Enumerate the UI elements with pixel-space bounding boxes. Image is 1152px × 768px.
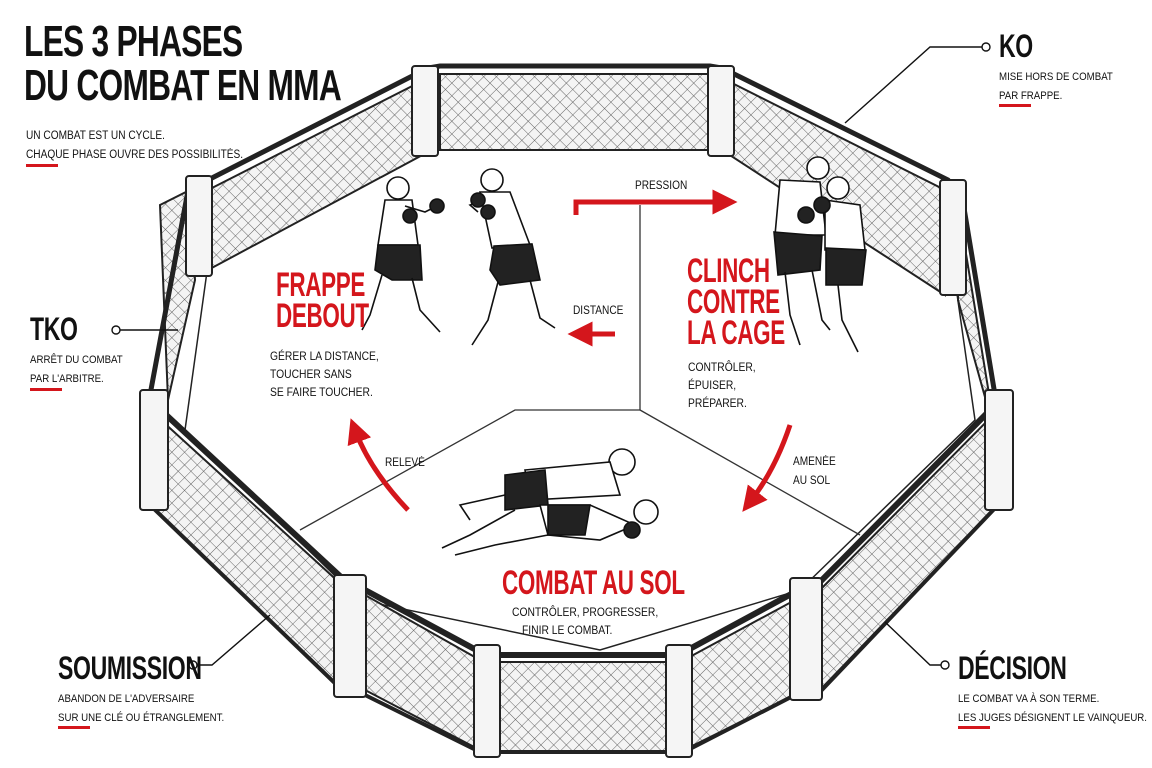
phase-sol-desc: CONTRÔLER, PROGRESSER, xyxy=(512,603,682,621)
soumission-accent-bar xyxy=(58,726,90,729)
label-releve: RELEVÉ xyxy=(385,453,430,472)
amenee-label-line-1: AMENÉE xyxy=(793,456,836,468)
soumission-title: SOUMISSION xyxy=(58,650,202,686)
decision-desc-line-2: LES JUGES DÉSIGNENT LE VAINQUEUR. xyxy=(958,712,1147,724)
subtitle-line-2: CHAQUE PHASE OUVRE DES POSSIBILITÉS. xyxy=(26,149,244,161)
decision-accent-bar xyxy=(958,726,990,729)
frappe-title-line-2: DEBOUT xyxy=(276,297,369,335)
releve-label: RELEVÉ xyxy=(385,457,425,469)
soumission-desc-line-2: SUR UNE CLÉ OU ÉTRANGLEMENT. xyxy=(58,712,225,724)
outcome-soumission-desc: ABANDON DE L'ADVERSAIRE SUR UNE CLÉ OU É… xyxy=(58,689,247,727)
ko-desc-line-1: MISE HORS DE COMBAT xyxy=(999,71,1113,83)
pression-label: PRESSION xyxy=(635,180,688,192)
decision-desc-line-1: LE COMBAT VA À SON TERME. xyxy=(958,693,1100,705)
phase-sol-desc-2: FINIR LE COMBAT. xyxy=(522,621,627,639)
clinch-title-line-1: CLINCH xyxy=(687,252,770,290)
ko-desc-line-2: PAR FRAPPE. xyxy=(999,90,1063,102)
title-accent-bar xyxy=(26,164,58,167)
tko-title: TKO xyxy=(30,311,78,347)
outcome-decision-desc: LE COMBAT VA À SON TERME. LES JUGES DÉSI… xyxy=(958,689,1152,727)
title-line-1: LES 3 PHASES xyxy=(24,17,243,66)
outcome-soumission: SOUMISSION xyxy=(58,652,257,684)
phase-frappe-title: FRAPPE DEBOUT xyxy=(276,266,417,335)
tko-desc-line-1: ARRÊT DU COMBAT xyxy=(30,354,123,366)
label-distance: DISTANCE xyxy=(573,301,630,320)
phase-frappe-desc: GÉRER LA DISTANCE, TOUCHER SANS SE FAIRE… xyxy=(270,347,396,401)
amenee-label-line-2: AU SOL xyxy=(793,475,831,487)
frappe-desc-line-3: SE FAIRE TOUCHER. xyxy=(270,385,373,399)
distance-label: DISTANCE xyxy=(573,305,624,317)
phase-clinch-title: CLINCH CONTRE LA CAGE xyxy=(687,252,835,352)
clinch-desc-line-2: ÉPUISER, xyxy=(688,378,737,392)
soumission-desc-line-1: ABANDON DE L'ADVERSAIRE xyxy=(58,693,195,705)
subtitle-line-1: UN COMBAT EST UN CYCLE. xyxy=(26,130,165,142)
frappe-desc-line-1: GÉRER LA DISTANCE, xyxy=(270,349,379,363)
pression-arrow xyxy=(573,189,738,215)
phase-clinch-desc: CONTRÔLER, ÉPUISER, PRÉPARER. xyxy=(688,358,767,412)
amenee-arrow xyxy=(742,424,793,512)
title-line-2: DU COMBAT EN MMA xyxy=(24,61,342,110)
clinch-desc-line-3: PRÉPARER. xyxy=(688,396,747,410)
subtitle: UN COMBAT EST UN CYCLE. CHAQUE PHASE OUV… xyxy=(26,126,273,164)
phase-sol-title: COMBAT AU SOL xyxy=(502,564,779,602)
sol-title: COMBAT AU SOL xyxy=(502,564,685,602)
clinch-desc-line-1: CONTRÔLER, xyxy=(688,360,756,374)
clinch-title-line-3: LA CAGE xyxy=(687,314,785,352)
outcome-tko: TKO xyxy=(30,313,96,345)
releve-arrow xyxy=(347,418,410,512)
frappe-title-line-1: FRAPPE xyxy=(276,266,366,304)
ko-accent-bar xyxy=(999,104,1031,107)
callout-leaders xyxy=(111,42,991,670)
sol-desc-line-1: CONTRÔLER, PROGRESSER, xyxy=(512,605,659,619)
sol-desc-line-2: FINIR LE COMBAT. xyxy=(522,623,613,637)
outcome-ko-desc: MISE HORS DE COMBAT PAR FRAPPE. xyxy=(999,67,1128,105)
clinch-title-line-2: CONTRE xyxy=(687,283,780,321)
frappe-desc-line-2: TOUCHER SANS xyxy=(270,367,352,381)
fighters-clinch-icon xyxy=(773,156,867,353)
outcome-tko-desc: ARRÊT DU COMBAT PAR L'ARBITRE. xyxy=(30,350,135,388)
tko-accent-bar xyxy=(30,388,62,391)
page-title: LES 3 PHASES DU COMBAT EN MMA xyxy=(24,20,464,108)
decision-title: DÉCISION xyxy=(958,650,1067,686)
transition-arrows xyxy=(347,189,793,512)
tko-desc-line-2: PAR L'ARBITRE. xyxy=(30,373,104,385)
outcome-decision: DÉCISION xyxy=(958,652,1109,684)
outcome-ko: KO xyxy=(999,30,1046,62)
floor-divider-lines xyxy=(299,205,861,536)
fighters-ground-icon xyxy=(441,448,659,556)
fighters-striking-icon xyxy=(361,168,556,346)
label-pression: PRESSION xyxy=(635,176,694,195)
cage-posts xyxy=(139,65,1014,758)
label-amenee: AMENÉE AU SOL xyxy=(793,452,842,490)
ko-title: KO xyxy=(999,28,1033,64)
